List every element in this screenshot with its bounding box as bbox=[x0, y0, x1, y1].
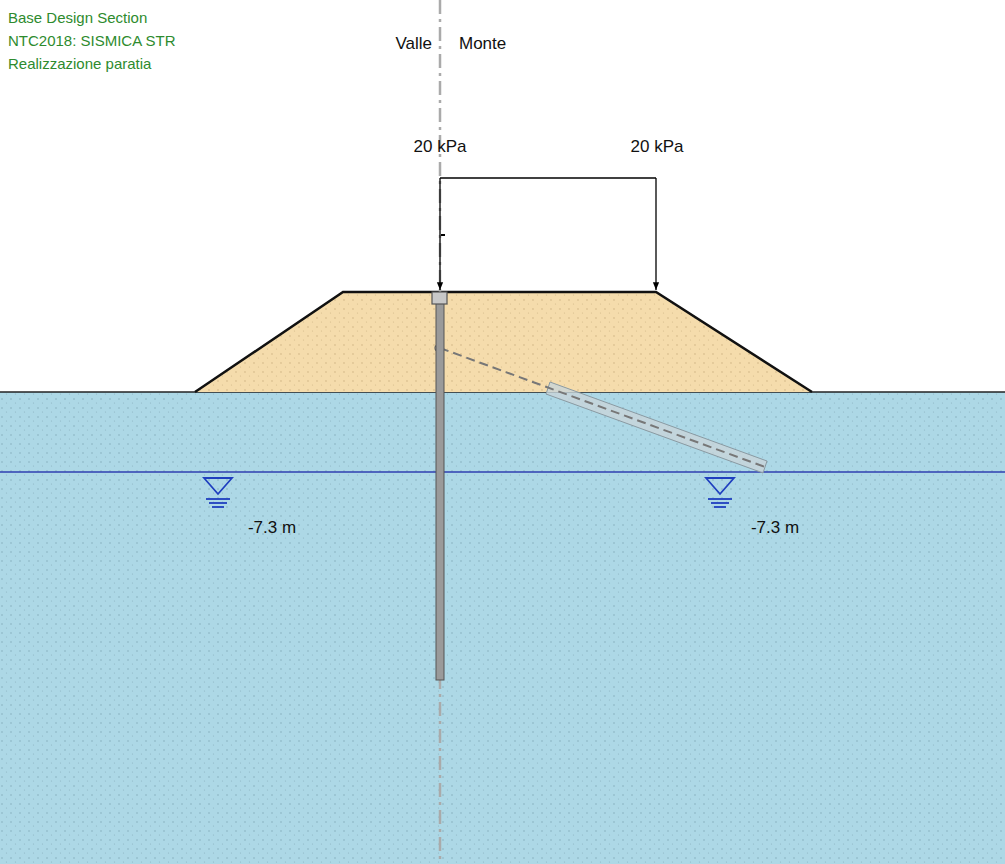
sheet-pile-wall bbox=[436, 298, 444, 680]
section-label: Valle bbox=[395, 34, 432, 54]
wall-cap bbox=[432, 292, 447, 304]
water-symbol bbox=[204, 478, 232, 507]
section-label: -7.3 m bbox=[248, 518, 296, 538]
water-table bbox=[0, 471, 1005, 473]
header-text: NTC2018: SISMICA STR bbox=[8, 32, 176, 49]
section-label: 20 kPa bbox=[414, 137, 467, 157]
header-text: Realizzazione paratia bbox=[8, 55, 151, 72]
surcharge-load bbox=[440, 178, 656, 290]
header-text: Base Design Section bbox=[8, 9, 147, 26]
embankment-outline bbox=[195, 292, 812, 392]
soil-ground bbox=[0, 392, 1005, 864]
water-symbol bbox=[706, 478, 734, 507]
embankment bbox=[195, 292, 812, 392]
section-label: -7.3 m bbox=[751, 518, 799, 538]
anchor bbox=[435, 345, 767, 473]
section-label: Monte bbox=[459, 34, 506, 54]
section-label: 20 kPa bbox=[631, 137, 684, 157]
